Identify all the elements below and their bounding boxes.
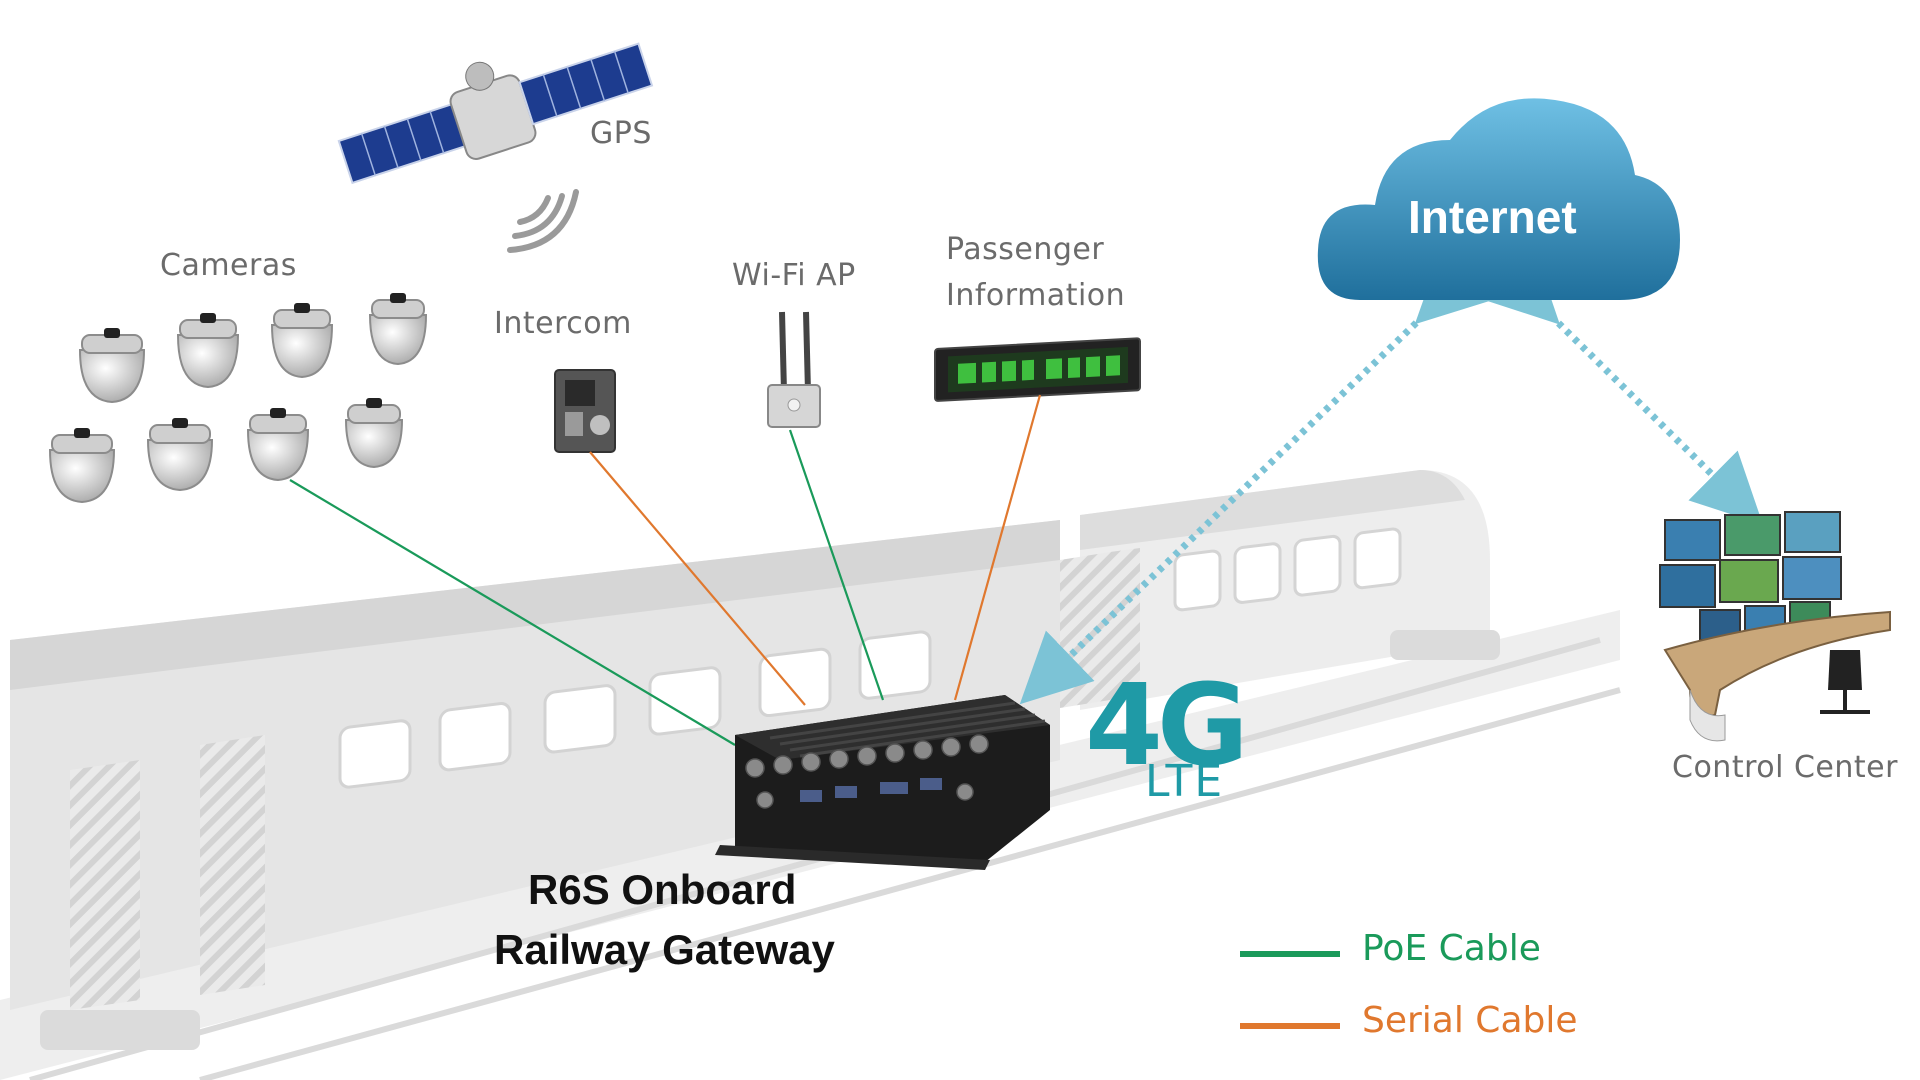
internet-label: Internet bbox=[1408, 191, 1577, 243]
cameras-icon bbox=[48, 293, 428, 504]
wireless-links bbox=[1019, 250, 1763, 705]
control-center-label: Control Center bbox=[1672, 750, 1898, 785]
legend-poe-swatch bbox=[1240, 951, 1340, 957]
passenger-label-line1: Passenger bbox=[946, 232, 1105, 267]
wifi-ap-label: Wi-Fi AP bbox=[732, 258, 856, 293]
legend-poe-label: PoE Cable bbox=[1362, 928, 1541, 969]
intercom-icon bbox=[554, 369, 616, 453]
signal-waves-icon bbox=[507, 189, 579, 253]
passenger-information-display-icon bbox=[934, 337, 1141, 402]
gateway-label-line2: Railway Gateway bbox=[494, 926, 835, 973]
poe-cables bbox=[289, 429, 885, 746]
wifi-ap-icon bbox=[767, 311, 821, 428]
passenger-label-line2: Information bbox=[946, 278, 1126, 313]
gps-satellite-icon bbox=[337, 42, 654, 185]
r6s-gateway-icon bbox=[715, 695, 1050, 870]
gateway-label-line1: R6S Onboard bbox=[528, 866, 797, 913]
internet-cloud-icon bbox=[1317, 98, 1680, 300]
cameras-label: Cameras bbox=[160, 248, 297, 283]
network-4g-label: 4G bbox=[1085, 661, 1249, 791]
intercom-label: Intercom bbox=[494, 306, 632, 341]
legend-serial-swatch bbox=[1240, 1023, 1340, 1029]
control-center-icon bbox=[1659, 511, 1891, 742]
gps-label: GPS bbox=[590, 116, 652, 151]
network-lte-label: LTE bbox=[1145, 756, 1225, 807]
legend-serial-label: Serial Cable bbox=[1362, 1000, 1578, 1041]
